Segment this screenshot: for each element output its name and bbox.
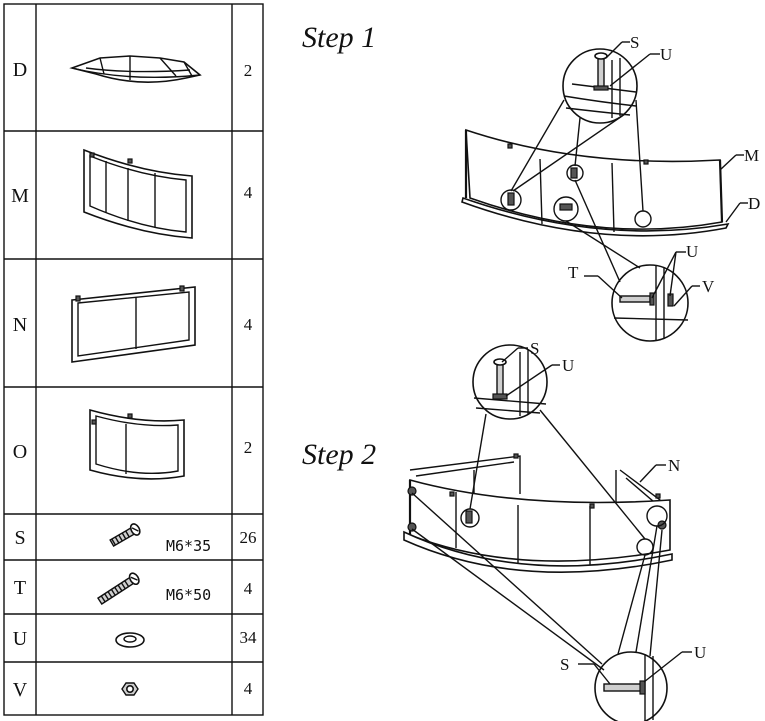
callout-s-bottom: S — [560, 655, 569, 674]
screw-icon — [496, 363, 504, 397]
long-screw-icon — [619, 295, 651, 303]
step1-diagram: Step 1 — [302, 21, 760, 342]
long-screw-icon — [96, 572, 140, 605]
part-qty-v: 4 — [244, 679, 253, 698]
callout-u-bottom: U — [686, 242, 698, 261]
step2-title: Step 2 — [302, 438, 376, 471]
curved-panel-icon — [83, 148, 193, 239]
callout-s: S — [630, 33, 639, 52]
part-letter-m: M — [11, 185, 29, 207]
callout-d: D — [748, 194, 760, 213]
part-qty-o: 2 — [244, 438, 253, 457]
frame-assembly — [403, 453, 673, 573]
part-size-t: M6*50 — [166, 586, 211, 604]
parts-table: D M N O S T U V 2 4 4 2 26 4 34 4 M6*35 … — [3, 3, 264, 716]
part-qty-m: 4 — [244, 183, 253, 202]
callout-m: M — [744, 146, 759, 165]
washer-icon — [492, 393, 508, 400]
nut-icon — [121, 682, 139, 696]
part-size-s: M6*35 — [166, 537, 211, 555]
washer-icon — [639, 680, 646, 695]
short-screw-icon — [109, 523, 141, 547]
part-qty-s: 26 — [240, 528, 257, 547]
callout-u-top: U — [562, 356, 574, 375]
screw-icon — [597, 57, 605, 89]
callout-u-bottom: U — [694, 643, 706, 662]
curved-door-icon — [89, 408, 185, 480]
callout-v: V — [702, 277, 715, 296]
part-letter-s: S — [14, 527, 25, 549]
part-letter-d: D — [13, 59, 27, 81]
part-letter-v: V — [13, 679, 28, 701]
part-letter-n: N — [13, 314, 27, 336]
part-qty-t: 4 — [244, 579, 253, 598]
part-qty-u: 34 — [240, 628, 258, 647]
part-qty-n: 4 — [244, 315, 253, 334]
part-letter-o: O — [13, 441, 27, 463]
glass-shelf-icon — [69, 55, 202, 83]
screw-icon — [603, 683, 643, 692]
callout-u-top: U — [660, 45, 672, 64]
callout-n: N — [668, 456, 680, 475]
flat-panel-icon — [71, 285, 196, 363]
step1-title: Step 1 — [302, 21, 376, 54]
step2-diagram: Step 2 — [302, 339, 706, 721]
washer-icon — [593, 85, 609, 91]
curved-panel-assembly — [461, 128, 730, 237]
callout-s-top: S — [530, 339, 539, 358]
part-letter-u: U — [13, 628, 28, 650]
part-letter-t: T — [14, 577, 26, 599]
washer-icon — [115, 632, 145, 648]
callout-t: T — [568, 263, 579, 282]
part-qty-d: 2 — [244, 61, 253, 80]
